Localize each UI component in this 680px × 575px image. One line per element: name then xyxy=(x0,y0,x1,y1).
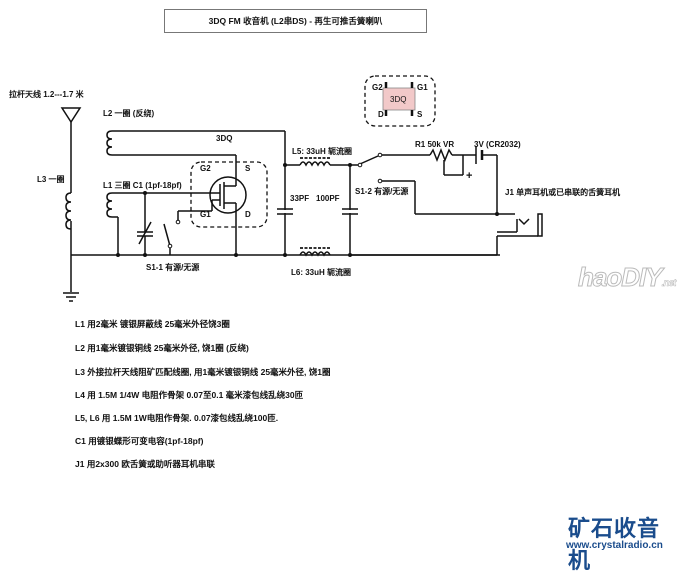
note-l2: L2 用1毫米镀银铜线 25毫米外径, 饶1圈 (反绕) xyxy=(75,343,249,353)
l1-c1-label: L1 三圈 C1 (1pf-18pf) xyxy=(103,181,182,190)
s1-2-switch-icon xyxy=(359,155,379,165)
c100-label: 100PF xyxy=(316,194,340,203)
l6-coil-icon xyxy=(299,251,331,257)
package-pinout-outline xyxy=(364,75,436,127)
transistor-package-outline xyxy=(190,161,268,228)
note-l1: L1 用2毫米 镀银屏蔽线 25毫米外径饶3圈 xyxy=(75,319,230,329)
d-pin-label: D xyxy=(245,210,251,219)
s1-1-switch-icon xyxy=(163,223,171,247)
j1-label: J1 单声耳机或已串联的舌簧耳机 xyxy=(505,188,621,197)
c33-label: 33PF xyxy=(290,194,310,203)
pkg-g2-label: G2 xyxy=(372,83,383,92)
mosfet-icon xyxy=(209,176,247,214)
l1-coil-icon xyxy=(106,192,113,218)
s1-1-label: S1-1 有源/无源 xyxy=(146,263,200,272)
l3-label: L3 一圈 xyxy=(37,175,65,184)
3dq-wire-label: 3DQ xyxy=(216,134,233,143)
package-body xyxy=(382,87,416,111)
note-c1: C1 用镀银蝶形可变电容(1pf-18pf) xyxy=(75,436,204,446)
r1-resistor-icon xyxy=(429,147,453,163)
haodiy-watermark: haoDIY.net xyxy=(578,262,677,293)
diagram-title: 3DQ FM 收音机 (L2串DS) - 再生可推舌簧喇叭 xyxy=(164,9,427,33)
r1-label: R1 50k VR xyxy=(415,140,455,149)
note-j1: J1 用2x300 欧舌簧或助听器耳机串联 xyxy=(75,459,215,469)
l6-label: L6: 33uH 轭流圈 xyxy=(291,268,352,277)
s1-2-label: S1-2 有源/无源 xyxy=(355,187,409,196)
antenna-label: 拉杆天线 1.2---1.7 米 xyxy=(9,90,84,99)
pkg-s-label: S xyxy=(417,110,423,119)
battery-plus-label: + xyxy=(466,170,473,182)
schematic xyxy=(60,75,543,302)
antenna-icon xyxy=(60,107,82,124)
brand-url: www.crystalradio.cn xyxy=(566,540,663,551)
pkg-d-label: D xyxy=(378,110,384,119)
note-l4: L4 用 1.5M 1/4W 电阻作骨架 0.07至0.1 毫米漆包线乱绕30匝 xyxy=(75,390,304,400)
g1-pin-label: G1 xyxy=(200,210,211,219)
pkg-g1-label: G1 xyxy=(417,83,428,92)
ground-icon xyxy=(63,292,79,302)
note-l5-l6: L5, L6 用 1.5M 1W电阻作骨架. 0.07漆包线乱绕100匝. xyxy=(75,413,279,423)
l5-coil-icon xyxy=(299,161,331,167)
g2-pin-label: G2 xyxy=(200,164,211,173)
s-pin-label: S xyxy=(245,164,251,173)
note-l3: L3 外接拉杆天线阻矿匹配线圈, 用1毫米镀银铜线 25毫米外径, 饶1圈 xyxy=(75,367,331,377)
l5-label: L5: 33uH 轭流圈 xyxy=(292,147,353,156)
l3-coil-icon xyxy=(65,192,72,230)
l2-coil-icon xyxy=(106,130,113,156)
battery-label: 3V (CR2032) xyxy=(474,140,521,149)
pkg-name-label: 3DQ xyxy=(390,95,407,104)
l2-label: L2 一圈 (反绕) xyxy=(103,109,155,118)
c1-variable-arrow-icon xyxy=(138,221,152,245)
